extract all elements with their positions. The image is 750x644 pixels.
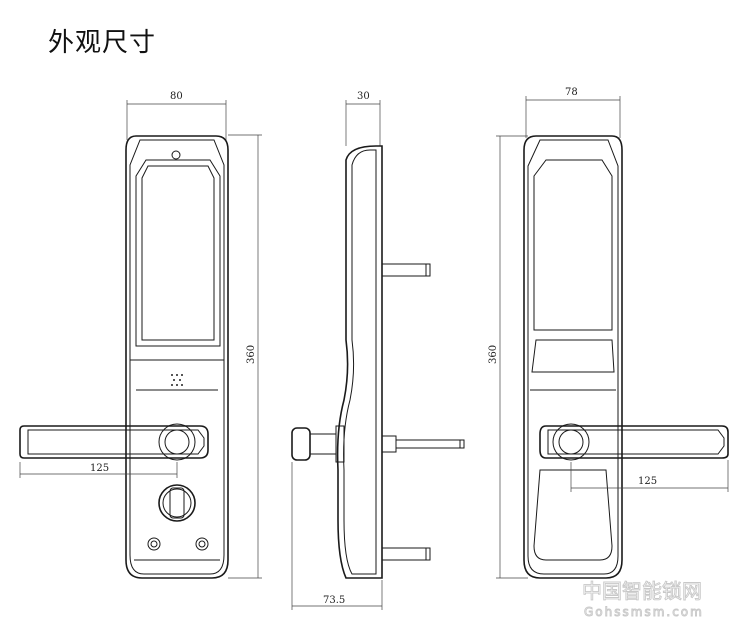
back-view: 78 360 125	[488, 87, 729, 579]
mic-dots-icon	[171, 374, 183, 386]
back-handle-label: 125	[638, 476, 657, 487]
page-title: 外观尺寸	[48, 28, 157, 58]
watermark-url: Gohssmsm.com	[584, 605, 704, 619]
back-height-label: 360	[488, 345, 499, 364]
front-view: 80 360 125	[19, 91, 262, 579]
back-width-label: 78	[565, 87, 578, 98]
front-height-label: 360	[246, 345, 257, 364]
front-width-label: 80	[170, 91, 183, 102]
watermark-text: 中国智能锁网	[582, 579, 702, 603]
side-view: 30 73.5	[291, 91, 465, 610]
side-handle-label: 73.5	[323, 595, 345, 606]
side-depth-label: 30	[357, 91, 370, 102]
front-handle-label: 125	[90, 463, 109, 474]
